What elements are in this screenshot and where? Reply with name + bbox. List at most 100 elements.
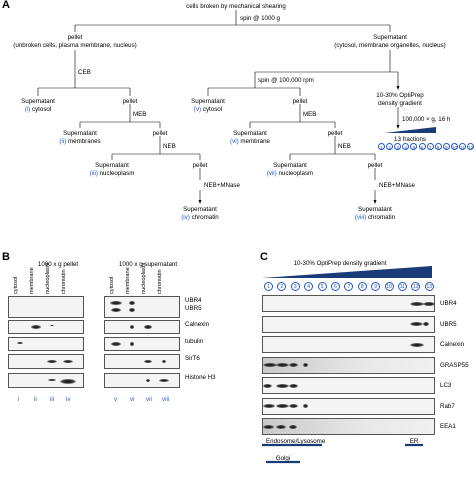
sup-viii-text: (viii) chromatin [354,214,396,221]
blot-b-row-label: SirT6 [185,355,200,362]
band-b [129,308,135,312]
band-c [423,301,435,306]
band-c [289,424,298,429]
blot-b-row-label: Calnexin [185,321,210,328]
lane-roman: v [114,396,118,403]
lane-header-right: cytosol [109,276,115,294]
panel-a-label: A [2,0,10,11]
band-b [158,378,170,382]
blot-b-left [8,373,84,388]
band-c [262,424,275,429]
blot-c [262,315,435,333]
sup-v-text: (v) cytosol [193,106,223,113]
ceb-label: CEB [78,69,91,76]
blot-b-row-label: UBR5 [185,305,202,312]
lane-roman: vii [146,396,152,403]
lane-header-left: cytosol [13,276,19,294]
blot-c-row-label: EEA1 [440,423,456,430]
band-b [129,342,135,346]
fraction-circle-c: 8 [357,282,367,291]
sup-vi-word: Supernatant [233,130,267,137]
band-b [161,359,167,363]
lane-roman: vi [130,396,135,403]
band-c [289,363,299,367]
blot-b-right [104,320,180,334]
blot-b-left [8,337,84,351]
band-c [275,424,287,429]
sup-vii-text: (vii) nucleoplasm [266,170,314,177]
lane-header-left: membrane [29,267,35,294]
spin-16h: 100,000 × g, 16 h [402,116,451,123]
lane-roman: ii [34,396,37,403]
cells-sheared: cells broken by mechanical shearing [186,3,286,10]
blot-b-left [8,320,84,334]
sup-viii-word: Supernatant [358,206,392,213]
blot-b-left [8,354,84,369]
blot-c-row-label: LC3 [440,382,452,389]
blot-b-right [104,337,180,351]
lane-header-right: chromatin [157,269,163,294]
fraction-circle-a: 2 [386,143,394,150]
blot-b-left [8,296,84,318]
sup-vii-word: Supernatant [273,162,307,169]
fraction-circle-a: 6 [418,143,426,150]
lane-roman: iii [50,396,55,403]
blot-b-right [104,354,180,369]
fraction-circle-c: 9 [371,282,381,291]
band-b [47,359,57,363]
spin-100k: spin @ 100,000 rpm [258,77,314,84]
panel-c-label: C [260,251,268,263]
band-c [423,322,429,326]
fractions-label: 13 fractions [394,136,426,143]
fraction-circle-a: 10 [450,143,458,150]
band-c [262,363,277,367]
lane-roman: iv [66,396,71,403]
er-label: ER [409,438,419,445]
band-b [59,378,77,384]
fraction-circle-a: 5 [410,143,418,150]
pellet-3: pellet [152,130,168,137]
pellet-1-desc: (unbroken cells, plasma membrane, nucleu… [13,42,137,49]
lane-roman: viii [162,396,170,403]
fraction-circle-c: 5 [317,282,327,291]
optiprep-2: density gradient [378,100,422,107]
panel-b-label: B [2,251,10,263]
fraction-circle-a: 11 [459,143,466,150]
blot-c [262,418,435,435]
blot-c-row-label: GRASP55 [440,361,469,369]
band-b [62,359,74,364]
gradient-wedge-a [384,127,436,133]
band-b [30,325,42,329]
c-title: 10-30% OptiPrep density gradient [293,260,387,267]
band-c [302,404,309,408]
band-b [144,325,152,329]
lane-header-left: nucleoplasm [45,262,51,294]
pellet-6: pellet [327,130,343,137]
pellet-7: pellet [367,162,383,169]
meb-label-2: MEB [303,111,317,118]
b-title-right: 1000 x g supernatant [118,261,178,268]
fraction-circle-a: 3 [394,143,402,150]
sup-ii-word: Supernatant [63,130,97,137]
blot-b-row-label: tubulin [185,338,204,345]
band-b [145,378,151,382]
fraction-circle-c: 7 [344,282,354,291]
fraction-circle-c: 4 [304,282,314,291]
pellet-2: pellet [122,98,138,105]
sup-iv-text: (iv) chromatin [181,214,219,221]
fraction-circle-c: 11 [398,282,407,291]
band-c [262,404,276,408]
band-b [129,301,135,305]
lane-header-right: membrane [125,267,131,294]
fraction-circle-c: 6 [331,282,340,291]
band-b [17,342,23,344]
blot-b-right [104,296,180,318]
supernatant-1: Supernatant [373,34,407,41]
sup-i-text: (i) cytosol [24,106,52,113]
fraction-circle-a: 1 [378,143,385,150]
sup-iii-word: Supernatant [95,162,129,169]
sup-vi-text: (vi) membrane [230,138,270,145]
fraction-circle-a: 9 [442,143,450,150]
blot-c-row-label: UBR5 [440,320,457,328]
fraction-circle-c: 1 [264,282,273,291]
